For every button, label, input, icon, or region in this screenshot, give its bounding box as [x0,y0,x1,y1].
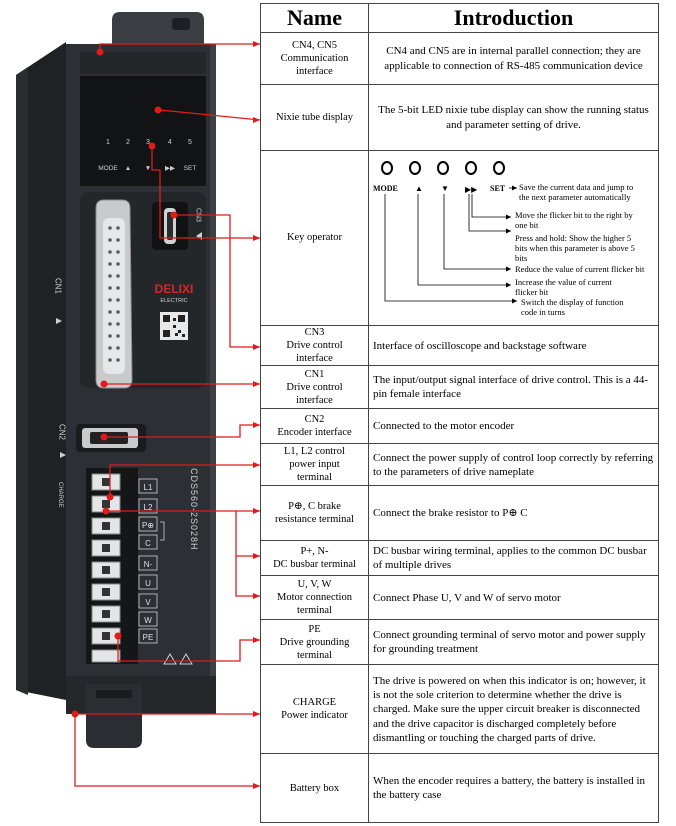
row-name: Key operator [260,150,369,326]
terminal-label: PE [143,633,154,642]
callout-lines [74,43,261,787]
table-row: Battery box When the encoder requires a … [260,753,659,824]
cn1-label: CN1 [54,278,63,295]
cn2-label: CN2 [58,424,67,441]
nixie-display-panel [80,76,206,186]
row-intro: Connect the power supply of control loop… [368,443,659,487]
row-intro: When the encoder requires a battery, the… [368,753,659,824]
table-header-row: Name Introduction [260,3,659,33]
digit-icon [465,161,477,175]
down-key-description: Reduce the value of current flicker bit [515,264,645,274]
terminal-label: N- [144,560,153,569]
introduction-header: Introduction [368,3,659,33]
row-intro: Connect Phase U, V and W of servo motor [368,575,659,621]
key-shift-label: ▶▶ [465,185,478,194]
row-intro: Connect grounding terminal of servo moto… [368,619,659,666]
brand-logo: DELIXI [155,282,194,296]
key-number: 4 [168,139,172,146]
device-key-shift[interactable]: ▶▶ [165,165,175,172]
key-number: 3 [146,139,150,146]
terminal-label: U [145,579,151,588]
device-key-mode[interactable]: MODE [98,165,118,172]
row-intro: Connected to the motor encoder [368,408,659,445]
row-intro: The 5-bit LED nixie tube display can sho… [368,84,659,151]
key-down-label: ▼ [441,184,449,193]
row-intro: CN4 and CN5 are in internal parallel con… [368,32,659,85]
table-row: P+, N-DC busbar terminal DC busbar wirin… [260,540,659,577]
device-key-numbers: 1 2 3 4 5 [106,139,192,146]
row-name: Battery box [260,753,369,824]
row-intro: The input/output signal interface of dri… [368,365,659,410]
key-mode-label: MODE [373,184,398,193]
digit-icon [437,161,449,175]
brand-subtitle: ELECTRIC [160,298,187,304]
row-name: P+, N-DC busbar terminal [260,540,369,577]
warning-icon [179,653,193,665]
key-number: 1 [106,139,110,146]
key-operator-diagram: MODE ▲ ▼ ▶▶ SET Save [368,150,659,326]
digit-icon [409,161,421,175]
device-key-set[interactable]: SET [184,165,197,172]
device-key-labels: MODE ▲ ▼ ▶▶ SET [98,165,196,172]
model-label: CDS560-2S028H [189,468,199,551]
row-name: Nixie tube display [260,84,369,151]
key-set-label: SET [490,184,506,193]
device-key-up[interactable]: ▲ [125,165,131,172]
key-number: 5 [188,139,192,146]
warning-icon [163,653,177,665]
key-leader-lines [384,185,517,304]
servo-drive-illustration: 1 2 3 4 5 MODE ▲ ▼ ▶▶ SET CN3 DELIXI ELE… [16,12,261,789]
callout-arrowheads [253,41,260,789]
table-row: Nixie tube display The 5-bit LED nixie t… [260,84,659,151]
row-intro: DC busbar wiring terminal, applies to th… [368,540,659,577]
row-intro: Interface of oscilloscope and backstage … [368,324,659,367]
side-panel [16,42,66,700]
battery-box [86,684,142,748]
callout-dots [71,48,178,718]
terminal-label: P⊕ [142,521,154,530]
table-row-key-operator: Key operator MODE ▲ ▼ ▶▶ SET [260,150,659,326]
terminal-label: C [145,539,151,548]
terminal-label: W [144,616,152,625]
name-header: Name [260,3,369,33]
row-intro: Connect the brake resistor to P⊕ C [368,485,659,542]
cn1-pins [108,226,120,362]
digit-icon [381,161,393,175]
terminal-label: L1 [144,483,153,492]
terminal-labels: L1 L2 P⊕ C N- U V W PE [138,478,158,644]
terminal-label: V [145,598,151,607]
digit-icon [493,161,505,175]
charge-label: CHARGE [57,482,63,508]
device-key-down[interactable]: ▼ [145,165,151,172]
row-intro: The drive is powered on when this indica… [368,664,659,755]
key-up-label: ▲ [415,184,423,193]
key-number: 2 [126,139,130,146]
terminal-label: L2 [144,503,153,512]
